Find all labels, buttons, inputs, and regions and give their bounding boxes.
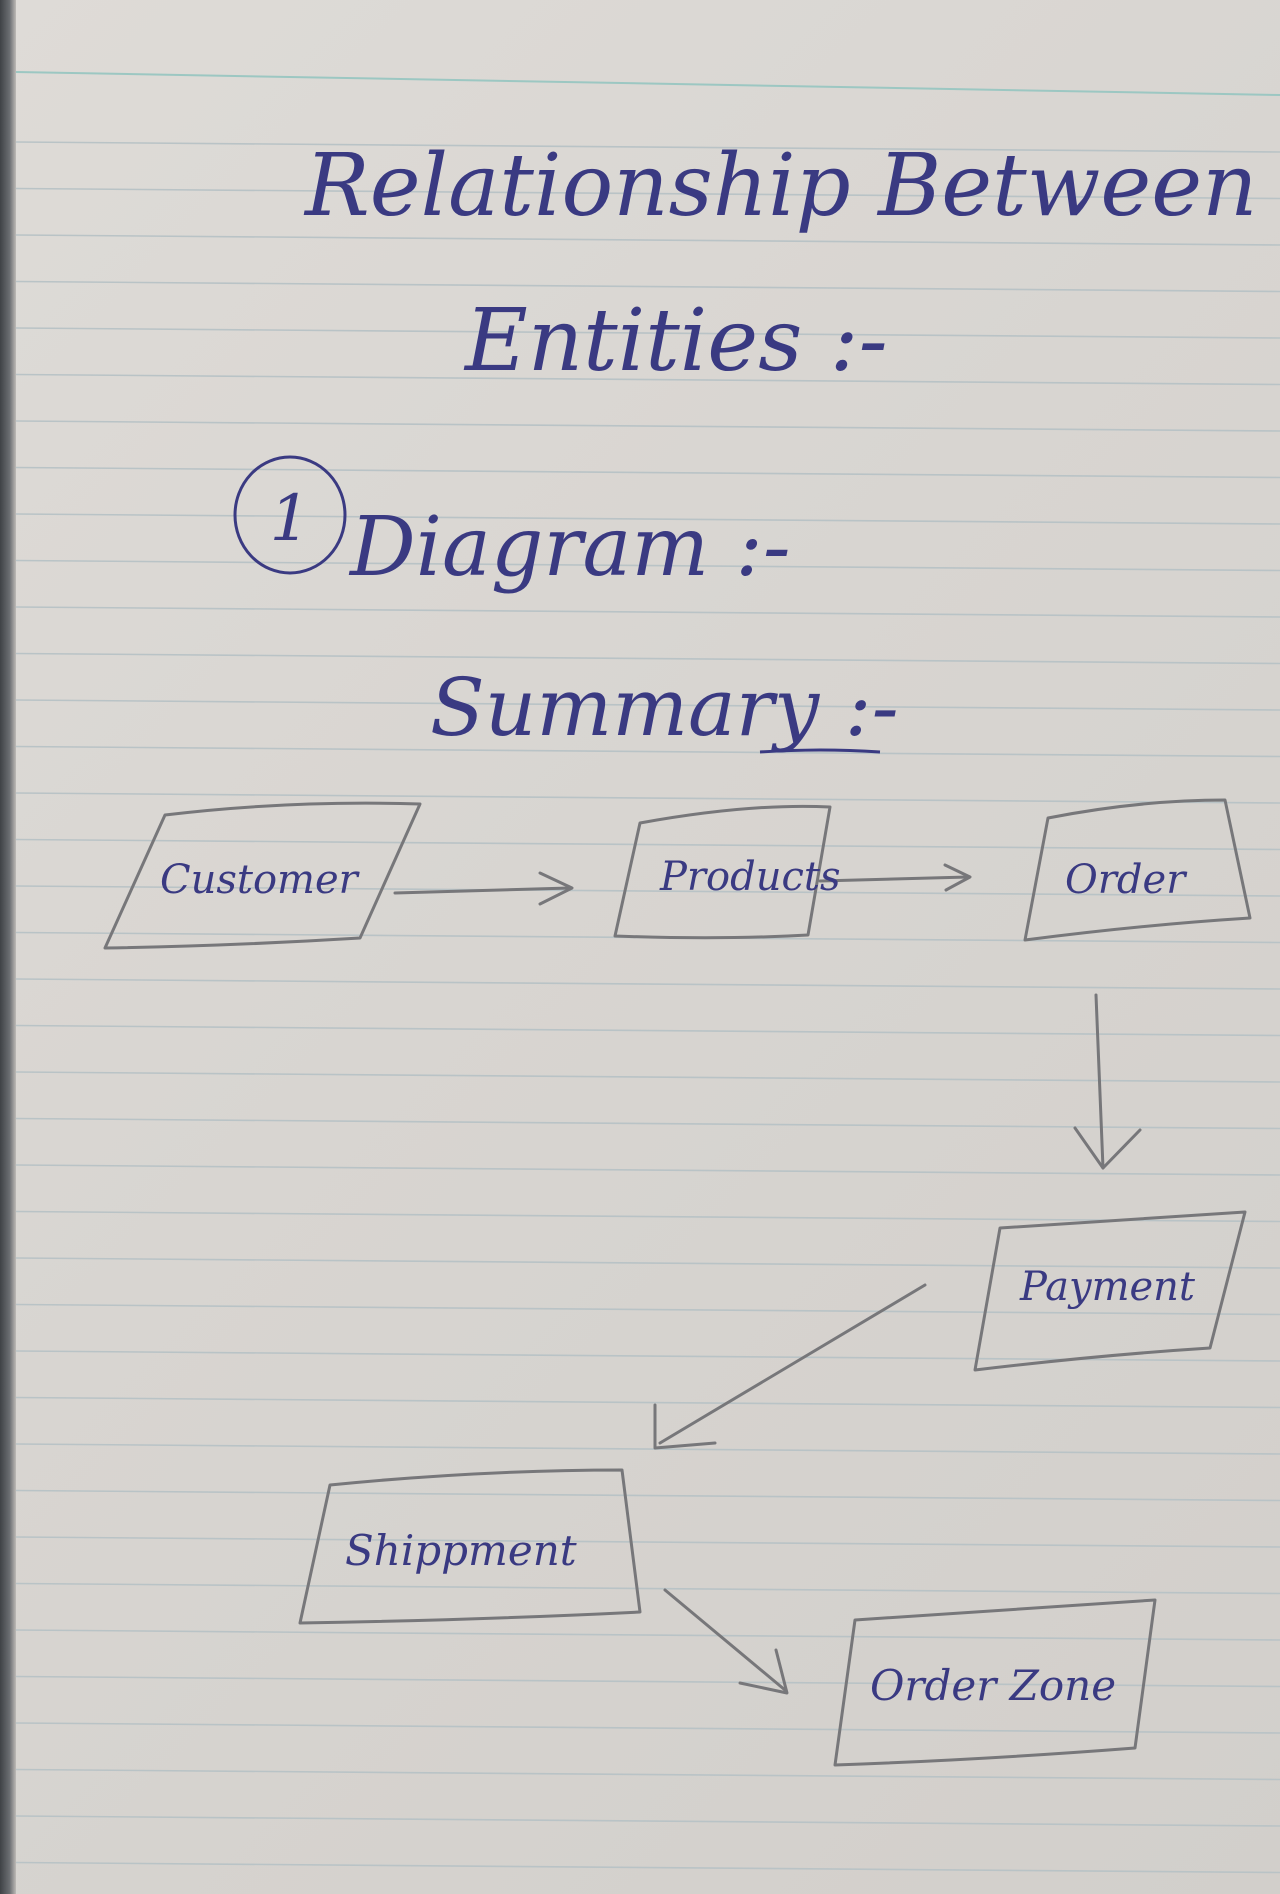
entity-label: Shippment bbox=[345, 1526, 577, 1575]
ruled-line bbox=[15, 978, 1280, 990]
entity-products: Products bbox=[613, 804, 841, 940]
ruled-line bbox=[15, 1861, 1280, 1874]
ruled-line bbox=[15, 280, 1280, 293]
entity-label: Products bbox=[659, 854, 841, 900]
ruled-line bbox=[15, 1303, 1280, 1316]
section-number-circle bbox=[233, 455, 347, 575]
entity-label: Order bbox=[1065, 857, 1188, 903]
notebook-binding-edge bbox=[0, 0, 16, 1894]
arrow-products-to-order bbox=[818, 863, 972, 892]
ruled-line bbox=[15, 1489, 1280, 1502]
ruled-line-top bbox=[15, 71, 1280, 96]
ruled-line bbox=[15, 1257, 1280, 1269]
section-number: 1 bbox=[270, 482, 311, 556]
summary-underline bbox=[759, 748, 881, 754]
ruled-line bbox=[15, 1164, 1280, 1176]
entity-label: Customer bbox=[160, 857, 361, 903]
ruled-line bbox=[15, 327, 1280, 339]
ruled-line bbox=[15, 1629, 1280, 1641]
ruled-line bbox=[15, 745, 1280, 758]
ruled-line bbox=[15, 373, 1280, 386]
ruled-line bbox=[15, 1443, 1280, 1455]
ruled-line bbox=[15, 1396, 1280, 1409]
ruled-line bbox=[15, 141, 1280, 153]
ruled-line bbox=[15, 652, 1280, 665]
ruled-line bbox=[15, 466, 1280, 479]
entity-label: Order Zone bbox=[870, 1661, 1116, 1710]
ruled-line bbox=[15, 1071, 1280, 1083]
ruled-line bbox=[15, 1582, 1280, 1595]
ruled-line bbox=[15, 1117, 1280, 1130]
ruled-line bbox=[15, 838, 1280, 851]
ruled-line bbox=[15, 1536, 1280, 1548]
ruled-line bbox=[15, 1675, 1280, 1688]
title-line-2: Entities :- bbox=[463, 291, 888, 391]
entity-order-zone: Order Zone bbox=[833, 1598, 1157, 1767]
ruled-line bbox=[15, 1210, 1280, 1223]
entity-label: Payment bbox=[1019, 1264, 1196, 1310]
ruled-line bbox=[15, 885, 1280, 897]
ruled-line bbox=[15, 187, 1280, 200]
ruled-line bbox=[15, 513, 1280, 525]
ruled-line bbox=[15, 1024, 1280, 1037]
ruled-line bbox=[15, 699, 1280, 711]
relationship-arrows bbox=[393, 863, 1142, 1695]
entity-payment: Payment bbox=[973, 1210, 1247, 1372]
ruled-line bbox=[15, 606, 1280, 618]
ruled-line bbox=[15, 1722, 1280, 1734]
entity-customer: Customer bbox=[103, 801, 422, 950]
arrow-payment-to-shippment bbox=[653, 1283, 927, 1450]
arrow-shippment-to-order-zone bbox=[663, 1588, 789, 1695]
arrow-customer-to-products bbox=[393, 871, 574, 906]
ruled-line bbox=[15, 1815, 1280, 1827]
ruled-line bbox=[15, 420, 1280, 432]
ruled-line bbox=[15, 792, 1280, 804]
ruled-line bbox=[15, 559, 1280, 572]
arrow-order-to-payment bbox=[1073, 993, 1142, 1170]
section-label: Diagram :- bbox=[348, 500, 791, 595]
entity-shippment: Shippment bbox=[298, 1468, 642, 1625]
title-line-1: Relationship Between bbox=[303, 136, 1258, 236]
ruled-line bbox=[15, 1768, 1280, 1781]
subheading-summary: Summary :- bbox=[430, 661, 899, 754]
entity-order: Order bbox=[1023, 798, 1252, 942]
ruled-line bbox=[15, 234, 1280, 246]
